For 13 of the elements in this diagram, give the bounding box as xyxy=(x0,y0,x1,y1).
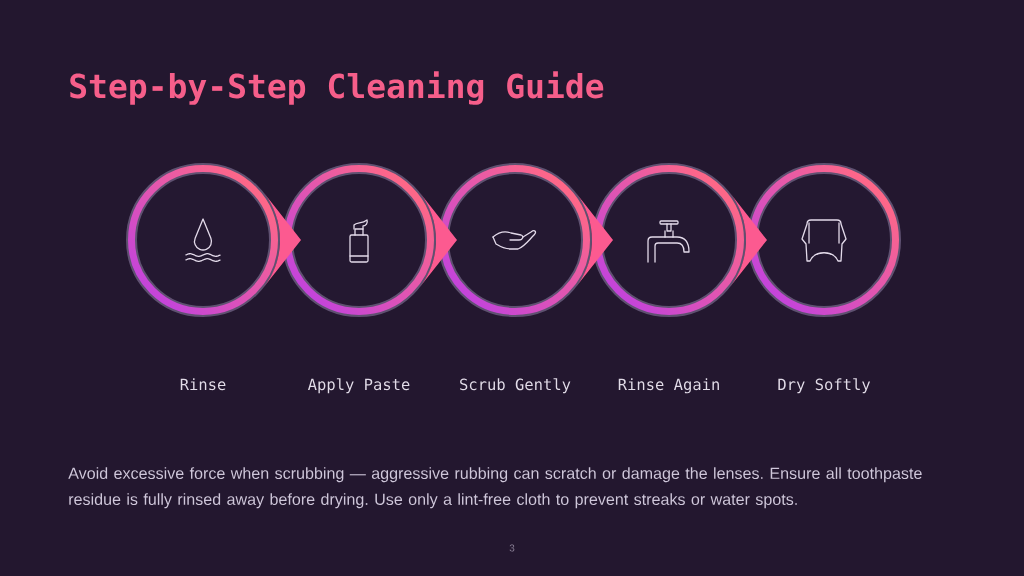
step-label: Scrub Gently xyxy=(460,378,571,394)
step-label: Rinse xyxy=(180,378,226,391)
step-label: Dry Softly xyxy=(778,378,871,394)
page-number: 3 xyxy=(509,544,515,552)
step-label: Apply Paste xyxy=(307,378,410,394)
title: Step-by-Step Cleaning Guide xyxy=(70,71,604,105)
step-ring xyxy=(747,163,901,317)
step-ring xyxy=(126,163,280,317)
step-ring xyxy=(282,163,436,317)
step-ring xyxy=(592,163,746,317)
step-ring xyxy=(438,163,592,317)
step-label: Rinse Again xyxy=(618,378,719,394)
note-text: Avoid excessive force when scrubbing — aggressive rubbing can scratch or damage the lenses. Ensure all toothpaste residue is fully rinsed away before drying. Use only a lint-free cloth to prevent streaks or water spots. xyxy=(68,467,922,509)
